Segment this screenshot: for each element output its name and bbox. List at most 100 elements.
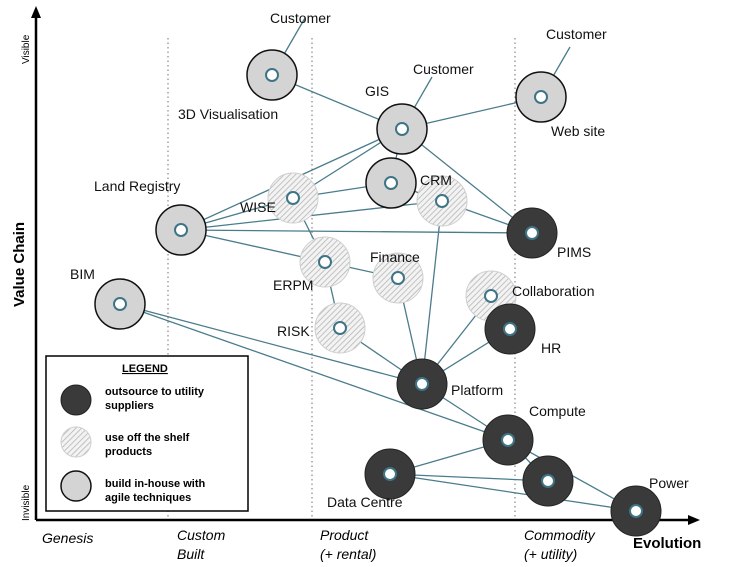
- component-customer-2[interactable]: Customer: [413, 61, 474, 77]
- component-crm-circle[interactable]: [365, 157, 417, 209]
- component-node-dot: [395, 122, 409, 136]
- component-node-dot: [484, 289, 498, 303]
- component-node-dot: [384, 176, 398, 190]
- component-node-dot: [435, 194, 449, 208]
- y-axis-bottom-label: Invisible: [21, 484, 32, 521]
- component-finance[interactable]: Finance: [370, 249, 424, 304]
- component-label: Platform: [451, 382, 503, 398]
- stage-label-line2: (+ utility): [524, 546, 577, 562]
- link-bim-to-compute: [119, 303, 509, 441]
- component-node-dot: [286, 191, 300, 205]
- stage-label-line1: Product: [320, 527, 369, 543]
- legend-text-line1: use off the shelf: [105, 432, 190, 444]
- component-node-dot: [503, 322, 517, 336]
- legend: LEGEND outsource to utility suppliers us…: [45, 355, 249, 512]
- component-node-dot: [415, 377, 429, 391]
- legend-text-line2: suppliers: [105, 400, 154, 412]
- y-axis-arrowhead: [31, 6, 41, 18]
- component-node-dot: [318, 255, 332, 269]
- component-label: Customer: [413, 61, 474, 77]
- component-label: Finance: [370, 249, 420, 265]
- x-axis-arrowhead: [688, 515, 700, 525]
- component-hr[interactable]: HR: [484, 303, 561, 356]
- component-platform[interactable]: Platform: [396, 358, 503, 410]
- component-node-dot: [113, 297, 127, 311]
- component-crm[interactable]: CRM: [416, 172, 468, 227]
- y-axis-title: Value Chain: [11, 222, 28, 307]
- component-web-site[interactable]: Web site: [515, 71, 605, 139]
- component-label: ERPM: [273, 277, 313, 293]
- component-compute[interactable]: Compute: [482, 403, 586, 466]
- stage-commodity: Commodity (+ utility): [524, 527, 596, 562]
- component-node-dot: [629, 504, 643, 518]
- x-axis-title: Evolution: [633, 535, 701, 552]
- link-gis-to-pims: [401, 128, 533, 234]
- legend-item-offshelf: use off the shelf products: [60, 426, 190, 458]
- component-label: Land Registry: [94, 178, 180, 194]
- link-bim-to-platform: [119, 303, 423, 385]
- component-3d-visualisation[interactable]: 3D Visualisation: [178, 49, 298, 122]
- component-label: Collaboration: [512, 283, 595, 299]
- component-node-dot: [391, 271, 405, 285]
- component-node-dot: [525, 226, 539, 240]
- stage-product: Product (+ rental): [320, 527, 376, 562]
- link-crm-to-platform: [421, 200, 443, 385]
- legend-swatch-outsource: [60, 384, 92, 416]
- component-label: Power: [649, 475, 689, 491]
- component-label: 3D Visualisation: [178, 106, 278, 122]
- component-label: PIMS: [557, 244, 591, 260]
- axes: [31, 6, 700, 525]
- legend-text-line1: build in-house with: [105, 478, 205, 490]
- legend-swatch-inhouse: [60, 470, 92, 502]
- component-storage[interactable]: [522, 455, 574, 507]
- legend-text-line2: agile techniques: [105, 492, 191, 504]
- stage-label-line1: Genesis: [42, 530, 93, 546]
- stage-label-line1: Custom: [177, 527, 226, 543]
- legend-text-line1: outsource to utility: [105, 386, 205, 398]
- legend-title: LEGEND: [122, 363, 168, 375]
- component-node-dot: [541, 474, 555, 488]
- component-customer-3[interactable]: Customer: [546, 26, 607, 42]
- legend-item-outsource: outsource to utility suppliers: [60, 384, 205, 416]
- component-node-dot: [265, 68, 279, 82]
- component-gis[interactable]: GIS: [365, 83, 428, 155]
- component-risk[interactable]: RISK: [277, 302, 366, 354]
- stage-label-line2: (+ rental): [320, 546, 376, 562]
- component-pims[interactable]: PIMS: [506, 207, 591, 260]
- component-label: WISE: [240, 199, 276, 215]
- component-data-centre[interactable]: Data Centre: [327, 448, 416, 510]
- component-node-dot: [501, 433, 515, 447]
- component-customer-1[interactable]: Customer: [270, 10, 331, 26]
- legend-swatch-offshelf: [60, 426, 92, 458]
- legend-item-inhouse: build in-house with agile techniques: [60, 470, 205, 504]
- component-label: RISK: [277, 323, 310, 339]
- stage-label-line2: Built: [177, 546, 205, 562]
- y-axis-top-label: Visible: [21, 34, 32, 64]
- component-label: CRM: [420, 172, 452, 188]
- legend-text-line2: products: [105, 446, 152, 458]
- link-data-centre-to-storage: [389, 473, 549, 482]
- stage-custom-built: Custom Built: [177, 527, 226, 562]
- link-land-registry-to-pims: [180, 229, 533, 234]
- component-node-dot: [174, 223, 188, 237]
- component-label: Web site: [551, 123, 605, 139]
- component-collaboration[interactable]: Collaboration: [465, 270, 595, 322]
- component-node-dot: [333, 321, 347, 335]
- component-wise[interactable]: WISE: [240, 172, 319, 224]
- component-node-dot: [383, 467, 397, 481]
- component-label: Data Centre: [327, 494, 403, 510]
- component-label: Customer: [270, 10, 331, 26]
- stage-genesis: Genesis: [42, 530, 93, 546]
- component-land-registry[interactable]: Land Registry: [94, 178, 207, 256]
- component-node-dot: [534, 90, 548, 104]
- component-bim[interactable]: BIM: [70, 266, 146, 330]
- link-data-centre-to-power: [389, 473, 637, 512]
- component-label: Compute: [529, 403, 586, 419]
- component-label: HR: [541, 340, 561, 356]
- stage-label-line1: Commodity: [524, 527, 596, 543]
- component-label: Customer: [546, 26, 607, 42]
- component-erpm[interactable]: ERPM: [273, 236, 351, 293]
- component-power[interactable]: Power: [610, 475, 689, 537]
